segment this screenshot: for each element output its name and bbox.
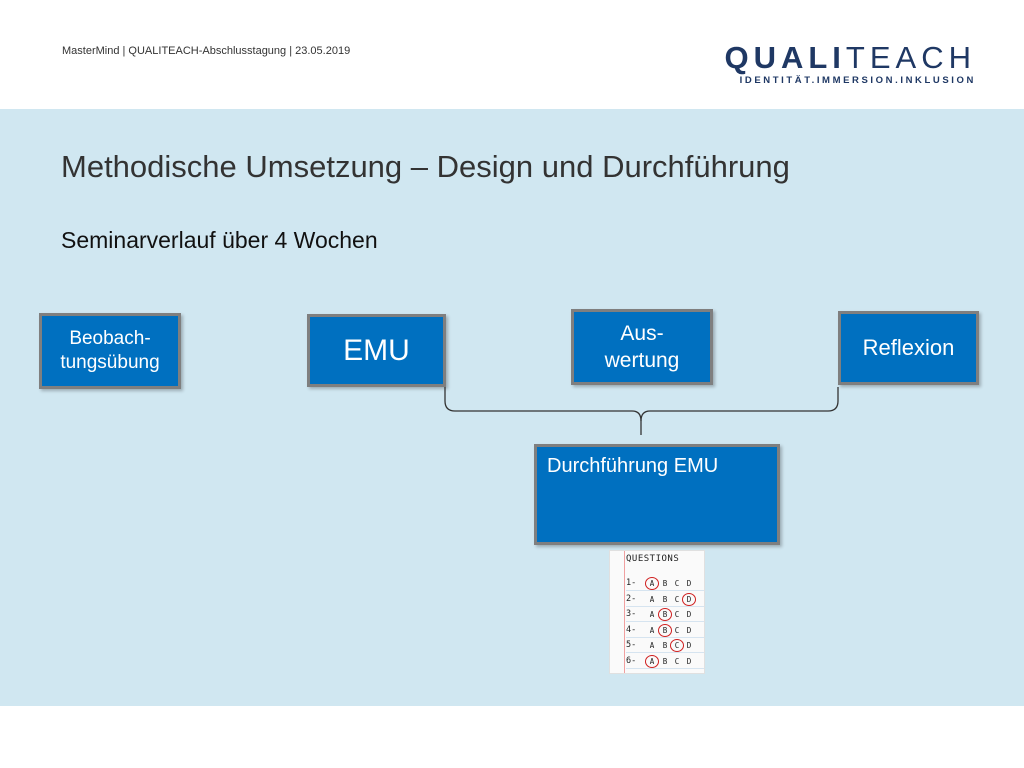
answer-option: D [686, 656, 692, 666]
answer-option: D [686, 641, 692, 650]
box-emu-label: EMU [343, 333, 410, 367]
box-beobachtungsuebung-label: Beobach- tungsübung [60, 328, 160, 373]
answer-option: D [686, 579, 692, 588]
answer-option: C [674, 656, 680, 666]
answer-option: C [674, 579, 680, 588]
answer-option: B [662, 656, 668, 666]
answer-option: A [649, 594, 655, 604]
answer-option: C [674, 610, 680, 619]
bracket-left-arm [444, 387, 642, 435]
questions-sheet-title: QUESTIONS [626, 554, 680, 564]
answer-option: A [645, 654, 659, 668]
header-meta: MasterMind | QUALITEACH-Abschlusstagung … [62, 45, 351, 57]
box-reflexion: Reflexion [838, 311, 979, 385]
question-number: 2- [626, 593, 637, 604]
answer-option: D [686, 625, 692, 635]
answer-option: B [658, 608, 672, 621]
box-auswertung-label: Aus- wertung [604, 322, 680, 372]
answer-option: B [662, 594, 668, 604]
answer-option: B [662, 641, 668, 650]
logo-wordmark-bold: QUALI [724, 40, 846, 75]
question-number: 6- [626, 655, 637, 666]
answer-option: A [649, 641, 655, 650]
connector-bracket [444, 387, 839, 435]
answer-option: D [686, 610, 692, 619]
answer-option: A [649, 610, 655, 619]
question-number: 5- [626, 640, 637, 650]
qualiteach-logo: QUALITEACH IDENTITÄT.IMMERSION.INKLUSION [724, 42, 976, 87]
answer-option: C [670, 639, 684, 652]
answer-option: A [649, 625, 655, 635]
logo-tagline: IDENTITÄT.IMMERSION.INKLUSION [739, 75, 976, 86]
answer-option: B [658, 623, 672, 637]
logo-wordmark-light: TEACH [845, 40, 976, 75]
question-number: 1- [626, 578, 637, 588]
slide-body: Methodische Umsetzung – Design und Durch… [0, 109, 1024, 706]
answer-option: C [674, 625, 680, 635]
box-beobachtungsuebung: Beobach- tungsübung [39, 313, 181, 389]
question-number: 4- [626, 624, 637, 635]
slide-subtitle: Seminarverlauf über 4 Wochen [61, 227, 378, 253]
answer-option: B [662, 579, 668, 588]
answer-option: D [682, 592, 696, 606]
bracket-right-arm [640, 387, 839, 422]
question-number: 3- [626, 609, 637, 619]
slide-title: Methodische Umsetzung – Design und Durch… [61, 149, 790, 184]
box-reflexion-label: Reflexion [862, 335, 955, 360]
box-emu: EMU [307, 314, 446, 387]
box-durchfuehrung-emu: Durchführung EMU [534, 444, 780, 545]
answer-option: C [674, 594, 680, 604]
answer-option: A [645, 577, 659, 590]
box-auswertung: Aus- wertung [571, 309, 713, 385]
logo-wordmark: QUALITEACH [724, 42, 976, 74]
box-durchfuehrung-emu-label: Durchführung EMU [547, 455, 719, 477]
